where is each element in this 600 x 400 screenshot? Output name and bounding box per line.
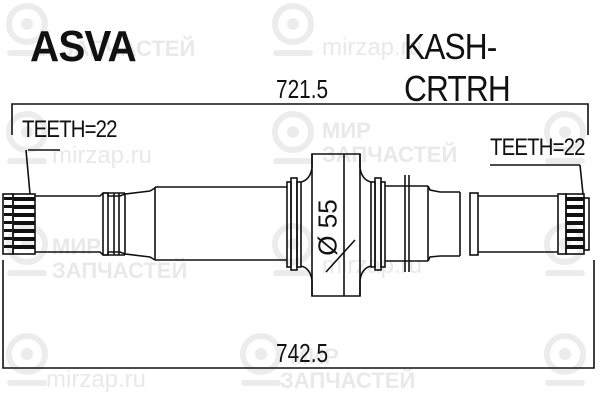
left-teeth-label: TEETH=22 [22,116,118,143]
bottom-dimension-line [2,260,595,369]
top-dimension-line [11,103,589,135]
center-diameter-label: Ø 55 [312,199,343,256]
top-length-label: 721.5 [276,74,329,104]
brand-logo: ASVA [30,22,137,71]
bottom-length-label: 742.5 [276,338,329,368]
right-teeth-label: TEETH=22 [490,134,586,161]
part-number: KASH-CRTRH [404,26,511,109]
